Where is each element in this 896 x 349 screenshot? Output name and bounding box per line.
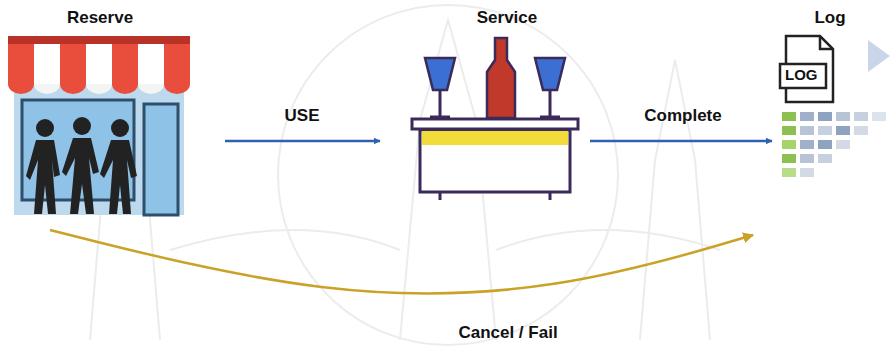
log-tag <box>780 64 826 88</box>
log-cell <box>872 112 886 121</box>
awning-stripe <box>34 44 60 84</box>
log-cell <box>836 140 850 149</box>
log-cell <box>818 126 832 135</box>
log-cell <box>782 154 796 163</box>
table-top <box>412 119 578 129</box>
log-cell <box>782 126 796 135</box>
awning-stripe <box>112 44 138 84</box>
log-cell <box>782 112 796 121</box>
edge-label: Complete <box>644 106 721 126</box>
awning-stripe <box>164 44 190 84</box>
watermark-tower <box>640 60 710 340</box>
glass-stem <box>540 90 560 117</box>
awning-scallop <box>8 84 190 94</box>
tablecloth-band <box>422 131 568 145</box>
person-head <box>36 119 54 137</box>
shop-door <box>144 104 178 215</box>
node-heading: Service <box>477 8 538 28</box>
log-cell <box>800 112 814 121</box>
log-cell <box>800 126 814 135</box>
curved-arrow <box>50 230 753 294</box>
watermark-swirl <box>170 230 720 250</box>
person-head <box>111 119 129 137</box>
log-cell <box>800 154 814 163</box>
person-head <box>73 117 91 135</box>
person-body <box>62 138 99 214</box>
service-illustration <box>412 38 578 200</box>
log-cell <box>854 112 868 121</box>
faded-arrow <box>868 40 890 72</box>
edge-label: Cancel / Fail <box>458 323 557 343</box>
icon-label: LOG <box>785 66 818 83</box>
illustrated-node: Log <box>775 8 896 208</box>
log-grid <box>782 112 886 177</box>
illustrated-node: Service <box>405 8 585 208</box>
log-illustration <box>780 36 890 177</box>
awning-stripe <box>86 44 112 84</box>
log-cell <box>818 140 832 149</box>
log-cell <box>782 140 796 149</box>
wine-glass <box>535 58 565 90</box>
log-cell <box>800 140 814 149</box>
edge-label: USE <box>285 106 320 126</box>
flow-arrow <box>225 140 380 143</box>
flow-arrow <box>590 140 772 143</box>
awning-stripe <box>138 44 164 84</box>
table-leg <box>440 192 550 200</box>
person-body <box>100 140 137 214</box>
log-cell <box>818 154 832 163</box>
awning-top <box>8 36 190 44</box>
node-heading: Reserve <box>67 8 133 28</box>
log-cell <box>782 168 796 177</box>
log-cell <box>800 168 814 177</box>
awning-scallop <box>34 84 164 94</box>
shop-wall <box>14 85 184 215</box>
awning-stripe <box>60 44 86 84</box>
log-cell <box>854 126 868 135</box>
person-body <box>26 140 60 214</box>
awning-stripe <box>8 44 34 84</box>
log-cell <box>818 112 832 121</box>
illustrated-node: Reserve <box>5 8 195 218</box>
log-cell <box>836 126 850 135</box>
tablecloth <box>420 130 570 192</box>
node-heading: Log <box>814 8 845 28</box>
wine-glass <box>425 58 455 90</box>
glass-stem <box>430 90 450 117</box>
people <box>26 117 137 214</box>
log-cell <box>836 112 850 121</box>
log-fold <box>820 36 833 49</box>
bottle <box>487 38 515 118</box>
shop-illustration <box>8 36 190 215</box>
